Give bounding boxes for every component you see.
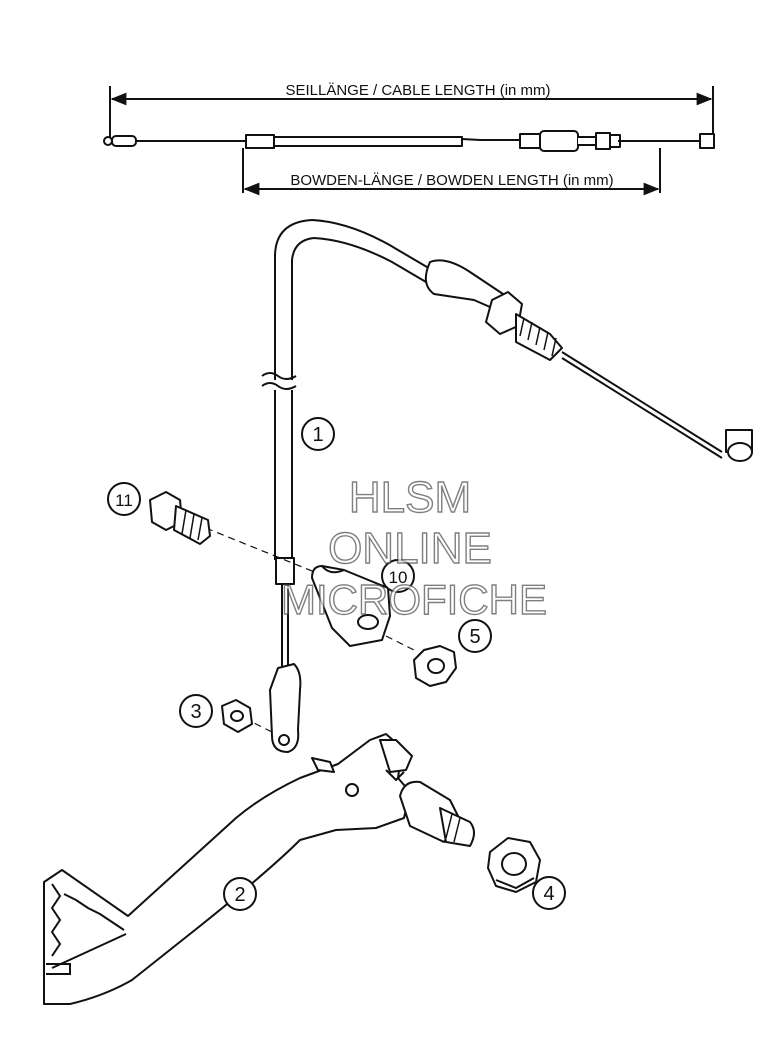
svg-text:1: 1 [312, 424, 323, 446]
callout-2: 2 [223, 877, 257, 911]
svg-text:4: 4 [543, 883, 554, 905]
bowden-length-label: BOWDEN-LÄNGE / BOWDEN LENGTH (in mm) [290, 172, 613, 189]
lock-washer [413, 645, 457, 687]
callout-10: 10 [381, 559, 415, 593]
callout-4: 4 [532, 876, 566, 910]
callout-1: 1 [301, 417, 335, 451]
callout-11: 11 [107, 482, 141, 516]
bowden-cable-overview [103, 130, 715, 152]
bowden-length-dimension: BOWDEN-LÄNGE / BOWDEN LENGTH (in mm) [242, 148, 661, 196]
callout-5: 5 [458, 619, 492, 653]
svg-text:11: 11 [115, 491, 133, 510]
callout-3: 3 [179, 694, 213, 728]
cable-bracket [311, 565, 391, 647]
svg-text:2: 2 [234, 884, 245, 906]
brake-cable [261, 218, 753, 753]
bolt [149, 491, 211, 545]
svg-text:3: 3 [190, 701, 201, 723]
watermark: HLSM ONLINE MICROFICHE [280, 472, 547, 623]
nut-small [221, 699, 253, 733]
cable-length-label: SEILLÄNGE / CABLE LENGTH (in mm) [285, 82, 550, 99]
svg-text:HLSM: HLSM [349, 473, 471, 522]
svg-text:MICROFICHE: MICROFICHE [281, 576, 547, 623]
svg-text:ONLINE: ONLINE [328, 524, 492, 573]
svg-text:5: 5 [469, 626, 480, 648]
cable-length-dimension: SEILLÄNGE / CABLE LENGTH (in mm) [109, 82, 714, 138]
nut-large [487, 837, 541, 893]
washer-axis-line [385, 635, 419, 653]
brake-pedal [43, 733, 475, 1005]
svg-text:10: 10 [389, 568, 408, 587]
